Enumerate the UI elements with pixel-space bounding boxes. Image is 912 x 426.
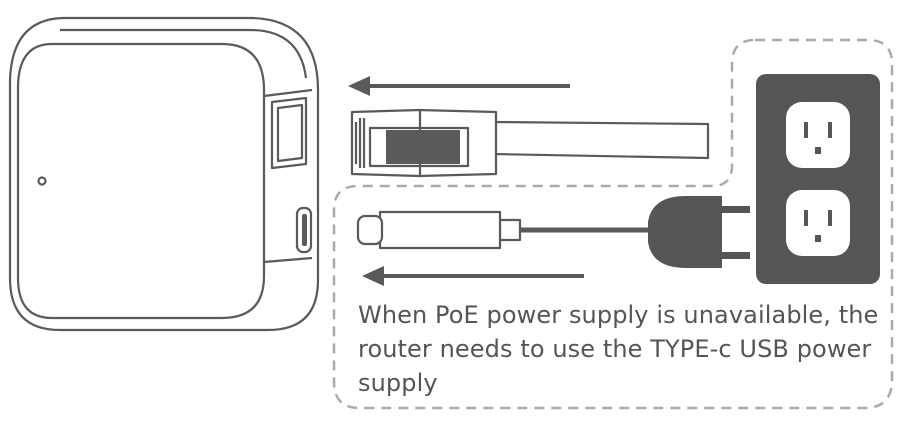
caption-line-2: router needs to use the TYPE-c USB power [358, 335, 872, 363]
upper-arrow-icon [348, 76, 570, 96]
caption-line-1: When PoE power supply is unavailable, th… [358, 301, 879, 329]
usb-type-c-plug-icon [356, 210, 648, 250]
wall-outlet-icon [756, 74, 880, 284]
lower-arrow-icon [362, 266, 584, 286]
rj45-connector-icon [350, 108, 710, 178]
power-adapter-icon [648, 196, 750, 268]
caption-line-3: supply [358, 369, 438, 397]
dashed-callout-outline [332, 38, 894, 410]
caption-text: When PoE power supply is unavailable, th… [358, 298, 898, 400]
router-device-icon [8, 16, 320, 332]
